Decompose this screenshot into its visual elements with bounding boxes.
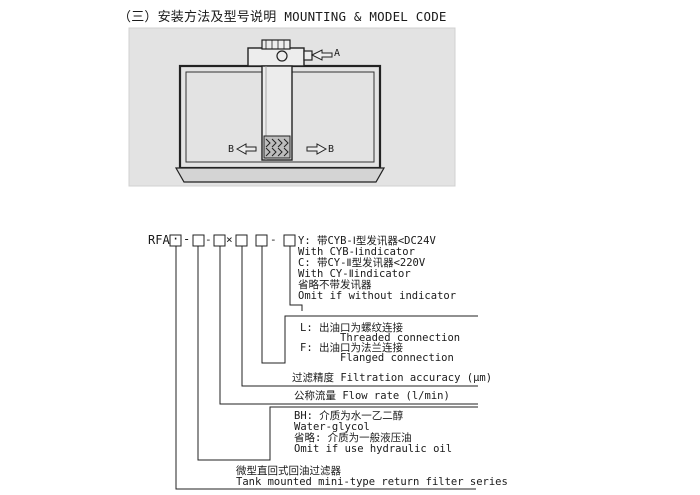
label-b-left: B (228, 144, 235, 155)
connection-l-en: Threaded connection (340, 332, 461, 344)
model-prefix-text: RFA (148, 233, 170, 247)
sep-dash-2: - (205, 233, 212, 246)
sep-dash-1: - (183, 232, 191, 246)
tank-base (174, 167, 386, 183)
code-box-medium (169, 234, 182, 247)
connection-f: F: 出油口为法兰连接 (300, 342, 403, 354)
model-prefix: RFA (148, 233, 170, 247)
code-brackets (175, 243, 478, 490)
flow-label: 公称流量 Flow rate (l/min) (294, 390, 450, 402)
code-box-flow (213, 234, 226, 247)
accuracy-label: 过滤精度 Filtration accuracy (μm) (292, 372, 493, 384)
inlet-port (303, 50, 313, 61)
arrow-b-right (306, 143, 328, 155)
medium-omit-zh: 省略: 介质为一般液压油 (294, 432, 412, 444)
indicator-y: Y: 带CYB-Ⅰ型发讯器<DC24V (298, 235, 436, 247)
sep-dot: · (172, 232, 180, 246)
filter-port-circle (276, 50, 288, 62)
heading-en: MOUNTING & MODEL CODE (284, 9, 447, 24)
code-box-indicator (283, 234, 296, 247)
indicator-y-en: With CYB-Ⅰindicator (298, 246, 415, 258)
filter-cap (261, 39, 291, 50)
code-boxes (169, 234, 296, 247)
arrow-b-left (235, 143, 257, 155)
series-en: Tank mounted mini-type return filter ser… (236, 476, 508, 488)
medium-bh: BH: 介质为水一乙二醇 (294, 410, 404, 422)
filter-element (263, 135, 291, 159)
medium-omit-en: Omit if use hydraulic oil (294, 443, 453, 455)
heading-zh: （三）安装方法及型号说明 (118, 10, 277, 25)
arrow-a (310, 49, 333, 61)
indicator-omit-zh: 省略不带发讯器 (298, 279, 372, 291)
sep-dash-3: - (270, 233, 277, 246)
label-a: A (334, 48, 341, 59)
code-box-accuracy (235, 234, 248, 247)
code-box-connection (255, 234, 268, 247)
section-heading: （三）安装方法及型号说明 MOUNTING & MODEL CODE (118, 6, 447, 25)
series-zh: 微型直回式回油过滤器 (236, 465, 341, 477)
medium-bh-en: Water-glycol (294, 421, 370, 433)
indicator-c-en: With CY-Ⅱindicator (298, 268, 411, 280)
label-b-right: B (328, 144, 335, 155)
indicator-omit-en: Omit if without indicator (298, 290, 457, 302)
code-box-medium-2 (192, 234, 205, 247)
connection-l: L: 出油口为螺纹连接 (300, 322, 403, 334)
sep-times: × (226, 233, 233, 246)
connection-f-en: Flanged connection (340, 352, 454, 364)
indicator-c: C: 带CY-Ⅱ型发讯器<220V (298, 257, 426, 269)
filter-head (247, 47, 305, 67)
